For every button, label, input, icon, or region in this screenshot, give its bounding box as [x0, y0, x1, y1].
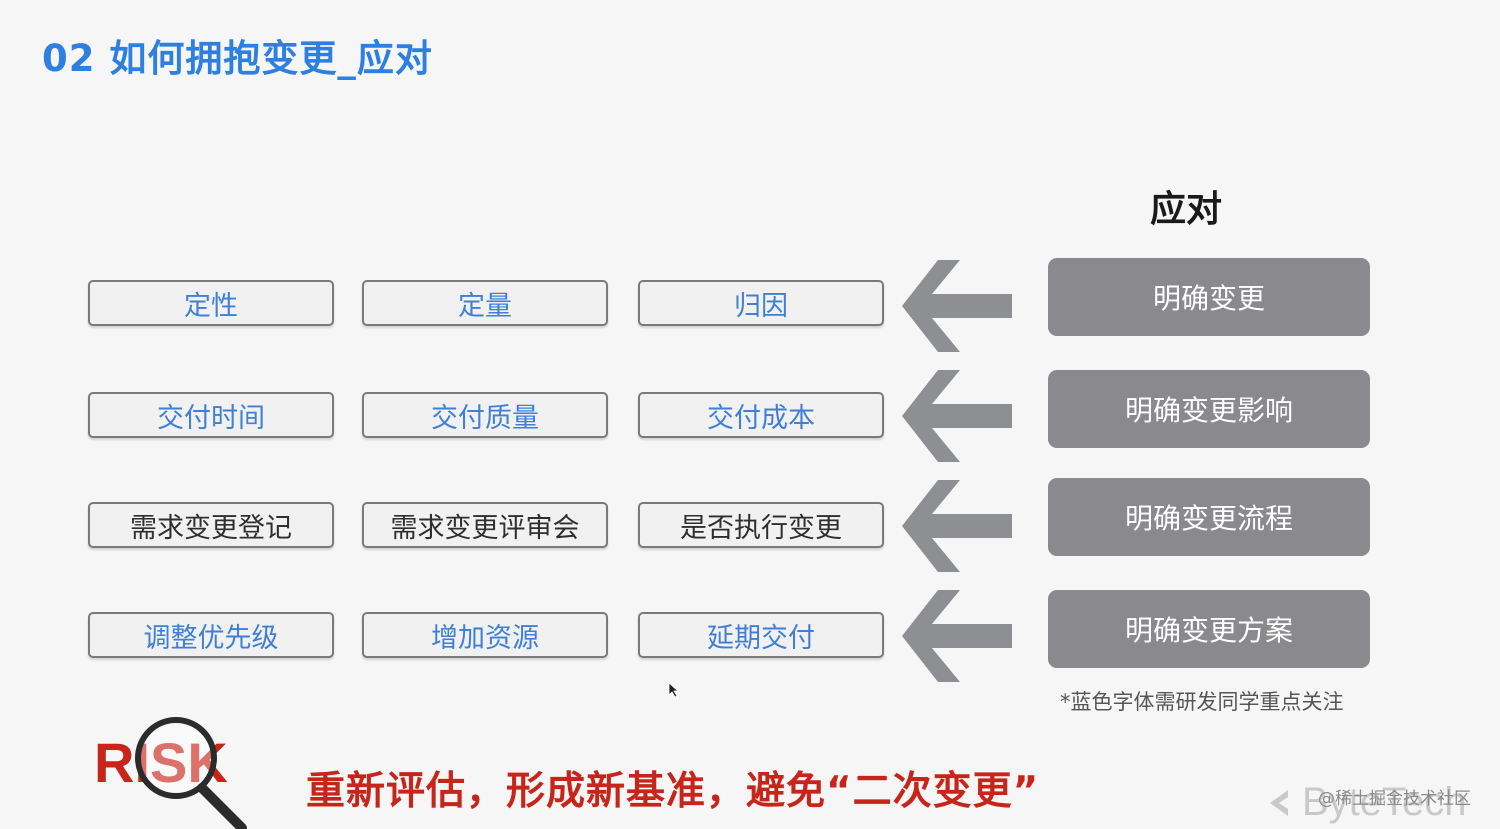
bytetech-logo: ByteTech	[1268, 780, 1467, 825]
left-arrow-icon	[902, 260, 1012, 352]
factor-box: 需求变更登记	[88, 502, 334, 548]
left-arrow-icon	[902, 590, 1012, 682]
bytetech-logo-icon	[1270, 789, 1288, 816]
factor-box: 定性	[88, 280, 334, 326]
response-box: 明确变更方案	[1048, 590, 1370, 668]
factor-box: 交付成本	[638, 392, 884, 438]
factor-box: 增加资源	[362, 612, 608, 658]
cursor-icon	[668, 682, 680, 698]
response-box: 明确变更影响	[1048, 370, 1370, 448]
factor-box: 交付质量	[362, 392, 608, 438]
factor-box: 延期交付	[638, 612, 884, 658]
footnote: *蓝色字体需研发同学重点关注	[1060, 690, 1344, 714]
brand-name: ByteTech	[1302, 780, 1467, 824]
left-arrow-icon	[902, 480, 1012, 572]
factor-box: 调整优先级	[88, 612, 334, 658]
response-box: 明确变更流程	[1048, 478, 1370, 556]
left-arrow-icon	[902, 370, 1012, 462]
risk-magnifier-logo: RISK	[94, 717, 247, 829]
factor-box: 是否执行变更	[638, 502, 884, 548]
factor-box: 交付时间	[88, 392, 334, 438]
magnifier-icon	[135, 717, 217, 799]
response-column-header: 应对	[1150, 189, 1223, 230]
watermark: @稀土掘金技术社区	[1318, 789, 1471, 809]
slide-title: 02 如何拥抱变更_应对	[42, 37, 433, 80]
risk-statement: 重新评估，形成新基准，避免“二次变更”	[306, 769, 1040, 814]
factor-box: 归因	[638, 280, 884, 326]
factor-box: 定量	[362, 280, 608, 326]
response-box: 明确变更	[1048, 258, 1370, 336]
factor-box: 需求变更评审会	[362, 502, 608, 548]
